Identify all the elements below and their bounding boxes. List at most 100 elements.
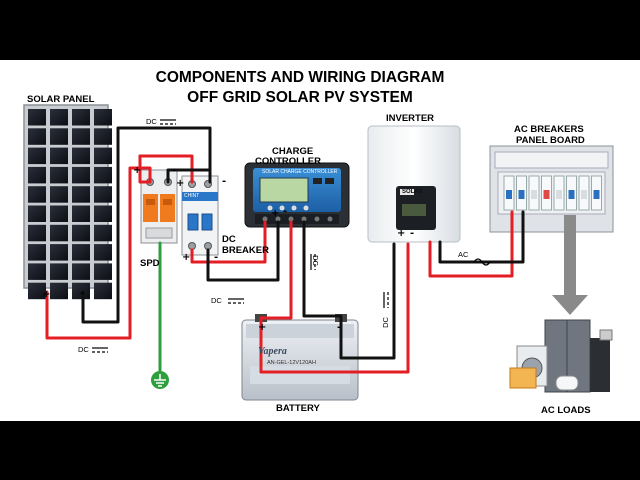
solar-cell: [94, 282, 112, 300]
dc-breaker: [181, 175, 219, 256]
wire-spd-pos-link: [138, 154, 152, 184]
load-arrow: [552, 215, 588, 315]
label-dc-breaker-2: BREAKER: [222, 245, 269, 256]
dc-symbol-icon: [383, 292, 389, 308]
spd-minus: -: [172, 165, 177, 176]
cc-plus: +: [271, 208, 280, 219]
solar-cell: [28, 128, 46, 145]
solar-cell: [50, 263, 68, 280]
ac-breaker-toggle: [506, 190, 512, 199]
title-line-1: COMPONENTS AND WIRING DIAGRAM: [155, 69, 445, 86]
solar-cell: [72, 244, 90, 261]
wire-battery-inv-neg: [339, 242, 396, 360]
battery-plus: +: [258, 322, 267, 333]
breaker-out-plus: +: [182, 252, 191, 263]
solar-cell: [94, 224, 112, 242]
inverter: [367, 125, 461, 243]
solar-cell: [50, 109, 68, 126]
solar-cell: [50, 244, 68, 261]
solar-cell: [28, 244, 46, 261]
bottom-letterbox: [0, 421, 640, 480]
solar-cell: [72, 109, 90, 126]
ac-breaker-toggle: [593, 190, 600, 199]
dc-label-breaker: DC: [211, 296, 222, 305]
dc-symbol-icon: [160, 119, 176, 125]
wire-panel-pos: [45, 166, 152, 340]
solar-cell: [72, 205, 90, 222]
label-spd: SPD: [140, 258, 160, 269]
dc-symbol-icon: [228, 298, 244, 304]
solar-cell: [94, 244, 112, 261]
solar-cell: [50, 128, 68, 145]
breaker-brand: CHINT: [184, 193, 200, 199]
battery-minus: -: [337, 322, 342, 333]
ac-breaker-toggle: [568, 190, 575, 199]
breaker-minus: -: [222, 176, 227, 187]
ac-breaker-toggle: [518, 190, 525, 199]
dc-label-top: DC: [146, 117, 157, 126]
label-inverter: INVERTER: [386, 113, 435, 124]
inverter-minus: -: [410, 228, 415, 239]
dc-symbol-icon: [310, 254, 316, 270]
solar-cell: [28, 224, 46, 242]
solar-cell: [94, 205, 112, 222]
ac-label: AC: [458, 250, 469, 259]
solar-cell: [50, 147, 68, 165]
solar-cell: [50, 166, 68, 184]
label-dc-breaker-1: DC: [222, 234, 236, 245]
solar-cell: [50, 186, 68, 203]
wire-cc-battery-neg: [302, 220, 343, 318]
solar-cell: [94, 166, 112, 184]
solar-cell: [28, 166, 46, 184]
solar-cell: [94, 128, 112, 145]
ac-loads-appliances: [509, 319, 613, 393]
solar-cell: [94, 109, 112, 126]
top-letterbox: [0, 0, 640, 60]
label-panel-board: PANEL BOARD: [516, 135, 585, 146]
wire-spd-breaker-neg: [166, 168, 210, 184]
title-line-2: OFF GRID SOLAR PV SYSTEM: [187, 89, 413, 106]
dc-label-controller: DC: [310, 255, 320, 266]
wire-breaker-cc-pos: [190, 220, 267, 264]
solar-cell: [72, 147, 90, 165]
inverter-plus: +: [397, 228, 406, 239]
wire-battery-inv-pos: [259, 242, 410, 374]
label-ac-breakers: AC BREAKERS: [514, 124, 584, 135]
solar-cell: [72, 224, 90, 242]
dc-symbol-icon: [92, 347, 108, 353]
label-controller: CONTROLLER: [255, 156, 321, 167]
solar-cell: [94, 263, 112, 280]
solar-cell: [94, 147, 112, 165]
ac-breaker-toggle: [581, 190, 587, 199]
solar-cell: [28, 205, 46, 222]
ac-breaker-toggle: [543, 190, 550, 199]
breaker-out-minus: -: [214, 252, 219, 263]
label-battery: BATTERY: [276, 403, 320, 414]
inverter-brand: SOLAX: [402, 189, 423, 195]
solar-cell: [94, 186, 112, 203]
wire-cc-battery-pos: [259, 220, 293, 320]
ac-breaker-toggle: [531, 190, 537, 199]
label-ac-loads: AC LOADS: [541, 405, 591, 416]
wire-inv-ac-l: [428, 210, 514, 278]
solar-cell: [28, 282, 46, 300]
wire-panel-neg-top: [81, 126, 212, 324]
solar-cell: [72, 263, 90, 280]
solar-cell: [50, 224, 68, 242]
breaker-plus: +: [176, 178, 185, 189]
battery-model: AN-GEL-12V120AH: [267, 360, 316, 366]
label-solar-panel: SOLAR PANEL: [27, 94, 95, 105]
ground-symbol-icon: [151, 371, 169, 389]
solar-cell: [28, 186, 46, 203]
dc-label-inverter: DC: [380, 317, 390, 328]
solar-cell: [28, 109, 46, 126]
ac-sine-icon: [473, 258, 491, 266]
charge-controller: [244, 162, 350, 228]
wire-spd-breaker-pos: [138, 154, 194, 184]
ac-panel-board: [489, 145, 614, 233]
controller-panel-text: SOLAR CHARGE CONTROLLER: [262, 169, 338, 175]
wire-breaker-cc-neg: [206, 220, 280, 282]
panel-minus: -: [80, 288, 85, 299]
